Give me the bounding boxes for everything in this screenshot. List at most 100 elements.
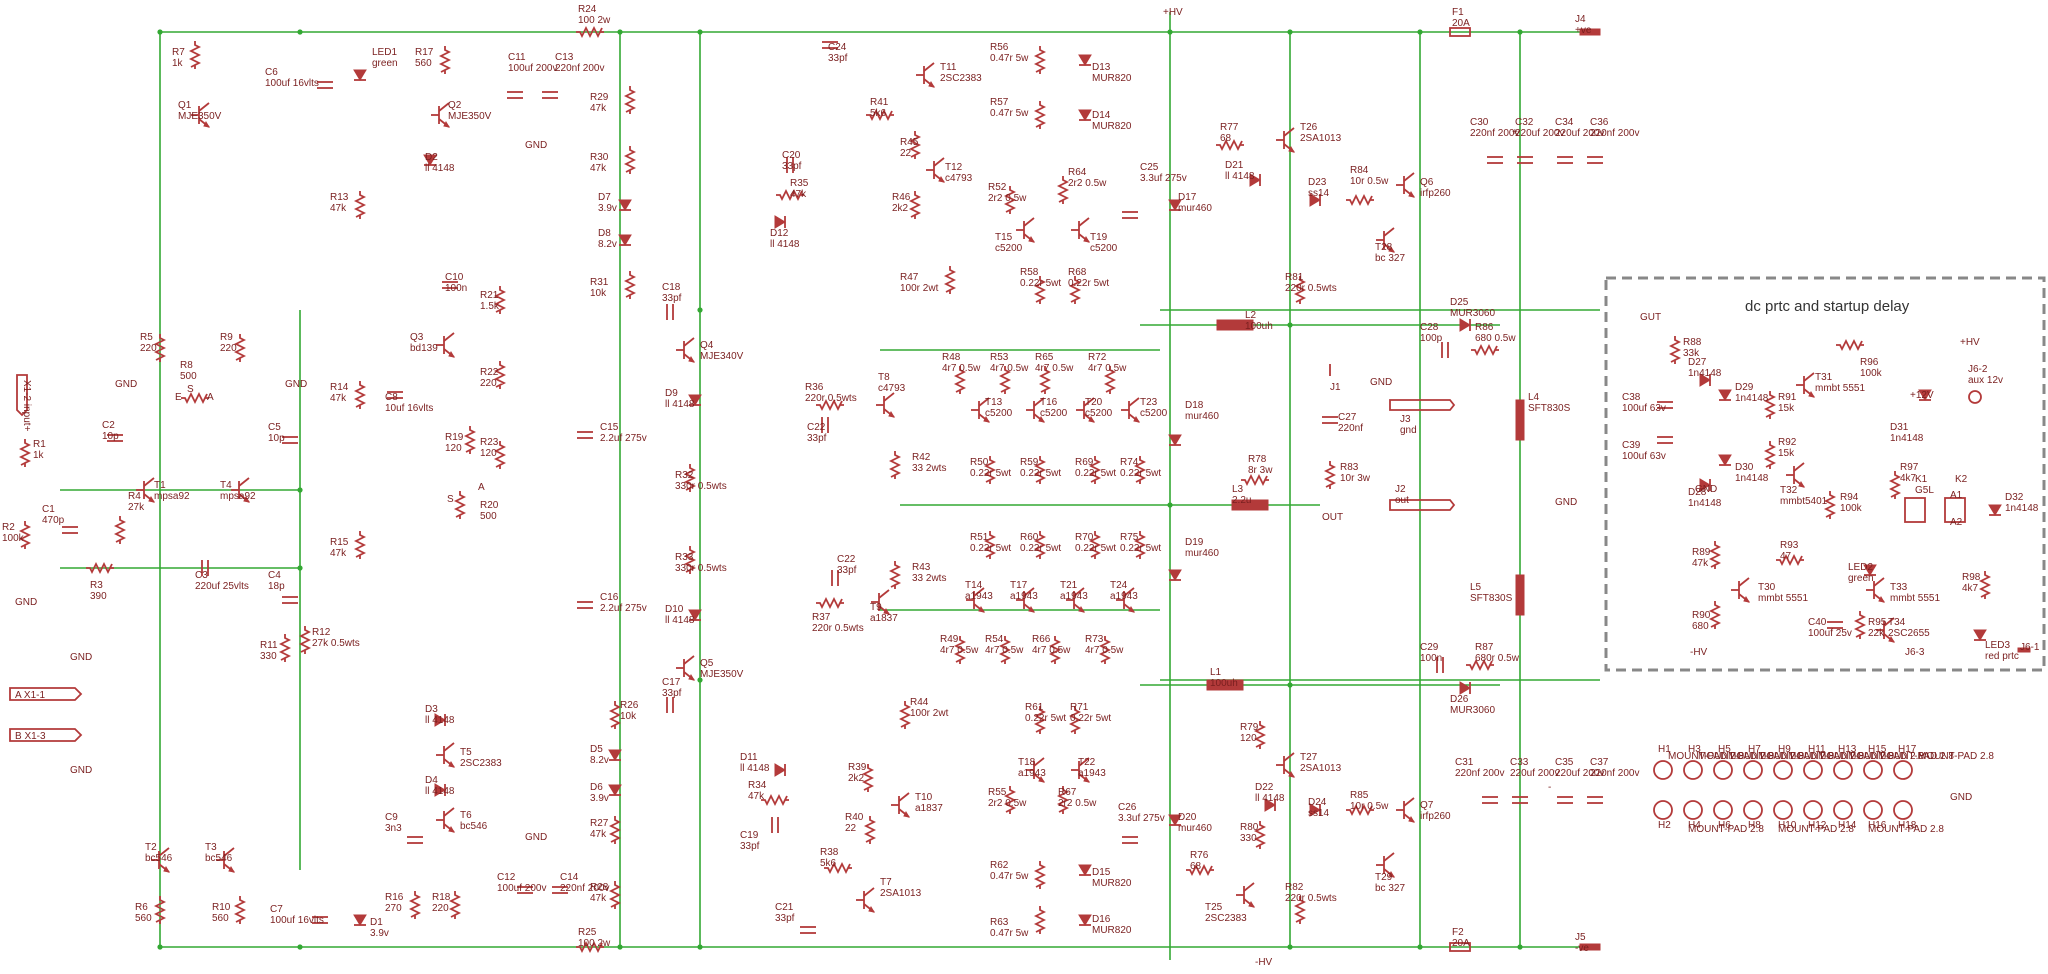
diode-d14: [1078, 109, 1092, 121]
resistor-r48: [953, 366, 967, 394]
transistor-t21: [1066, 587, 1086, 613]
diode-d26: [1459, 681, 1471, 695]
emitter-arrow: [1133, 415, 1141, 423]
ref-d16: D16: [1092, 914, 1111, 925]
emitter-arrow: [938, 175, 946, 183]
resistor-r77: [1216, 138, 1244, 152]
transistor-q1: [191, 102, 211, 128]
resistor-r80: [1253, 821, 1267, 849]
value-r40: 22: [845, 823, 857, 834]
mount-pad-value-bottom: MOUNT-PAD 2.8: [1688, 824, 1764, 835]
ref-r72: R72: [1088, 352, 1107, 363]
capacitor-c31: [1482, 796, 1498, 804]
emitter-arrow: [1798, 480, 1806, 488]
transistor-q3: [436, 332, 456, 358]
mount-pad-ref-h5: H5: [1718, 744, 1731, 755]
ref-d32: D32: [2005, 492, 2024, 503]
value-r97: 4k7: [1900, 473, 1917, 484]
ref-c12: C12: [497, 872, 516, 883]
value-r80: 330: [1240, 833, 1257, 844]
value-r74: 0.22r 5wt: [1120, 468, 1161, 479]
value-f2: 20A: [1452, 938, 1470, 949]
value-c15: 2.2uf 275v: [600, 433, 647, 444]
value-r76: 68: [1190, 861, 1202, 872]
transistor-t14: [966, 587, 986, 613]
value-c29: 100n: [1420, 653, 1442, 664]
emitter-arrow: [448, 760, 456, 768]
protection-panel-border: [1604, 276, 2046, 672]
junction-dot: [297, 944, 303, 950]
value-d13: MUR820: [1092, 73, 1132, 84]
mount-pad-value-top: MOUNT-PAD 2.8: [1878, 751, 1954, 762]
ref-r11: R11: [260, 640, 278, 651]
mount-pad-value-top: MOUNT-PAD 2.8: [1758, 751, 1834, 762]
resistor-r27: [608, 816, 622, 844]
value-t32: mmbt5401: [1780, 496, 1828, 507]
mount-pad-value-top: MOUNT-PAD 2.8: [1848, 751, 1924, 762]
ref-r54: R54: [985, 634, 1004, 645]
ref-q1: Q1: [178, 100, 192, 111]
ref-c13: C13: [555, 52, 574, 63]
mount-pad-h9: [1773, 760, 1793, 780]
resistor-r18: [448, 891, 462, 919]
ref-c7: C7: [270, 904, 283, 915]
ref-r67: R67: [1058, 787, 1077, 798]
value-d19: mur460: [1185, 548, 1219, 559]
ref-r22: R22: [480, 367, 499, 378]
ref-c2: C2: [102, 420, 115, 431]
ref-r91: R91: [1778, 392, 1797, 403]
net-e: E: [175, 392, 182, 403]
mount-pad-value-bottom: MOUNT-PAD 2.8: [1778, 824, 1854, 835]
ref-r55: R55: [988, 787, 1007, 798]
value-r64: 2r2 0.5w: [1068, 178, 1107, 189]
ref-t9: T9: [870, 602, 882, 613]
ref-r10: R10: [212, 902, 231, 913]
transistor-t33: [1866, 577, 1886, 603]
ref-q5: Q5: [700, 658, 714, 669]
ref-r58: R58: [1020, 267, 1039, 278]
value-c21: 33pf: [775, 913, 795, 924]
mount-pad-ref-h18: H18: [1898, 820, 1917, 831]
transistor-t8: [876, 392, 896, 418]
ref-r96: R96: [1860, 357, 1879, 368]
value-c28: 100p: [1420, 333, 1443, 344]
value-r50: 0.22r 5wt: [970, 468, 1011, 479]
resistor-r41: [866, 108, 894, 122]
collector-lead: [158, 847, 170, 857]
ref-c14: C14: [560, 872, 579, 883]
diode-d8: [618, 234, 632, 246]
resistor-r10: [233, 896, 247, 924]
value-t28: bc 327: [1375, 253, 1405, 264]
resistor-r67: [1056, 786, 1070, 814]
ref-c36: C36: [1590, 117, 1609, 128]
value-q3: bd139: [410, 343, 438, 354]
value-r51: 0.22r 5wt: [970, 543, 1011, 554]
value-j3: gnd: [1400, 425, 1417, 436]
capacitor-c29: [1436, 657, 1444, 673]
ref-r21: R21: [480, 290, 499, 301]
value-t12: c4793: [945, 173, 973, 184]
inductor-l2: [1216, 319, 1254, 331]
value-d24: ss14: [1308, 808, 1330, 819]
transistor-t19: [1071, 217, 1091, 243]
diode-body: [774, 215, 786, 229]
ref-c37: C37: [1590, 757, 1609, 768]
value-q7: irfp260: [1420, 811, 1451, 822]
collector-lead: [1873, 577, 1885, 587]
ref-j2: J2: [1395, 484, 1406, 495]
capacitor-c20: [786, 157, 794, 173]
diode-body: [608, 749, 622, 761]
capacitor-c12: [517, 886, 533, 894]
transistor-t12: [926, 157, 946, 183]
value-r17: 560: [415, 58, 432, 69]
transistor-q7: [1396, 797, 1416, 823]
value-c38: 100uf 63v: [1622, 403, 1666, 414]
ref-led2: LED2: [1848, 562, 1873, 573]
emitter-arrow: [1078, 605, 1086, 613]
capacitor-c4: [282, 596, 298, 604]
net-12v: +12V: [1910, 390, 1934, 401]
mount-pad-h3: [1683, 760, 1703, 780]
ref-r83: R83: [1340, 462, 1359, 473]
mount-pad-ref-h14: H14: [1838, 820, 1857, 831]
